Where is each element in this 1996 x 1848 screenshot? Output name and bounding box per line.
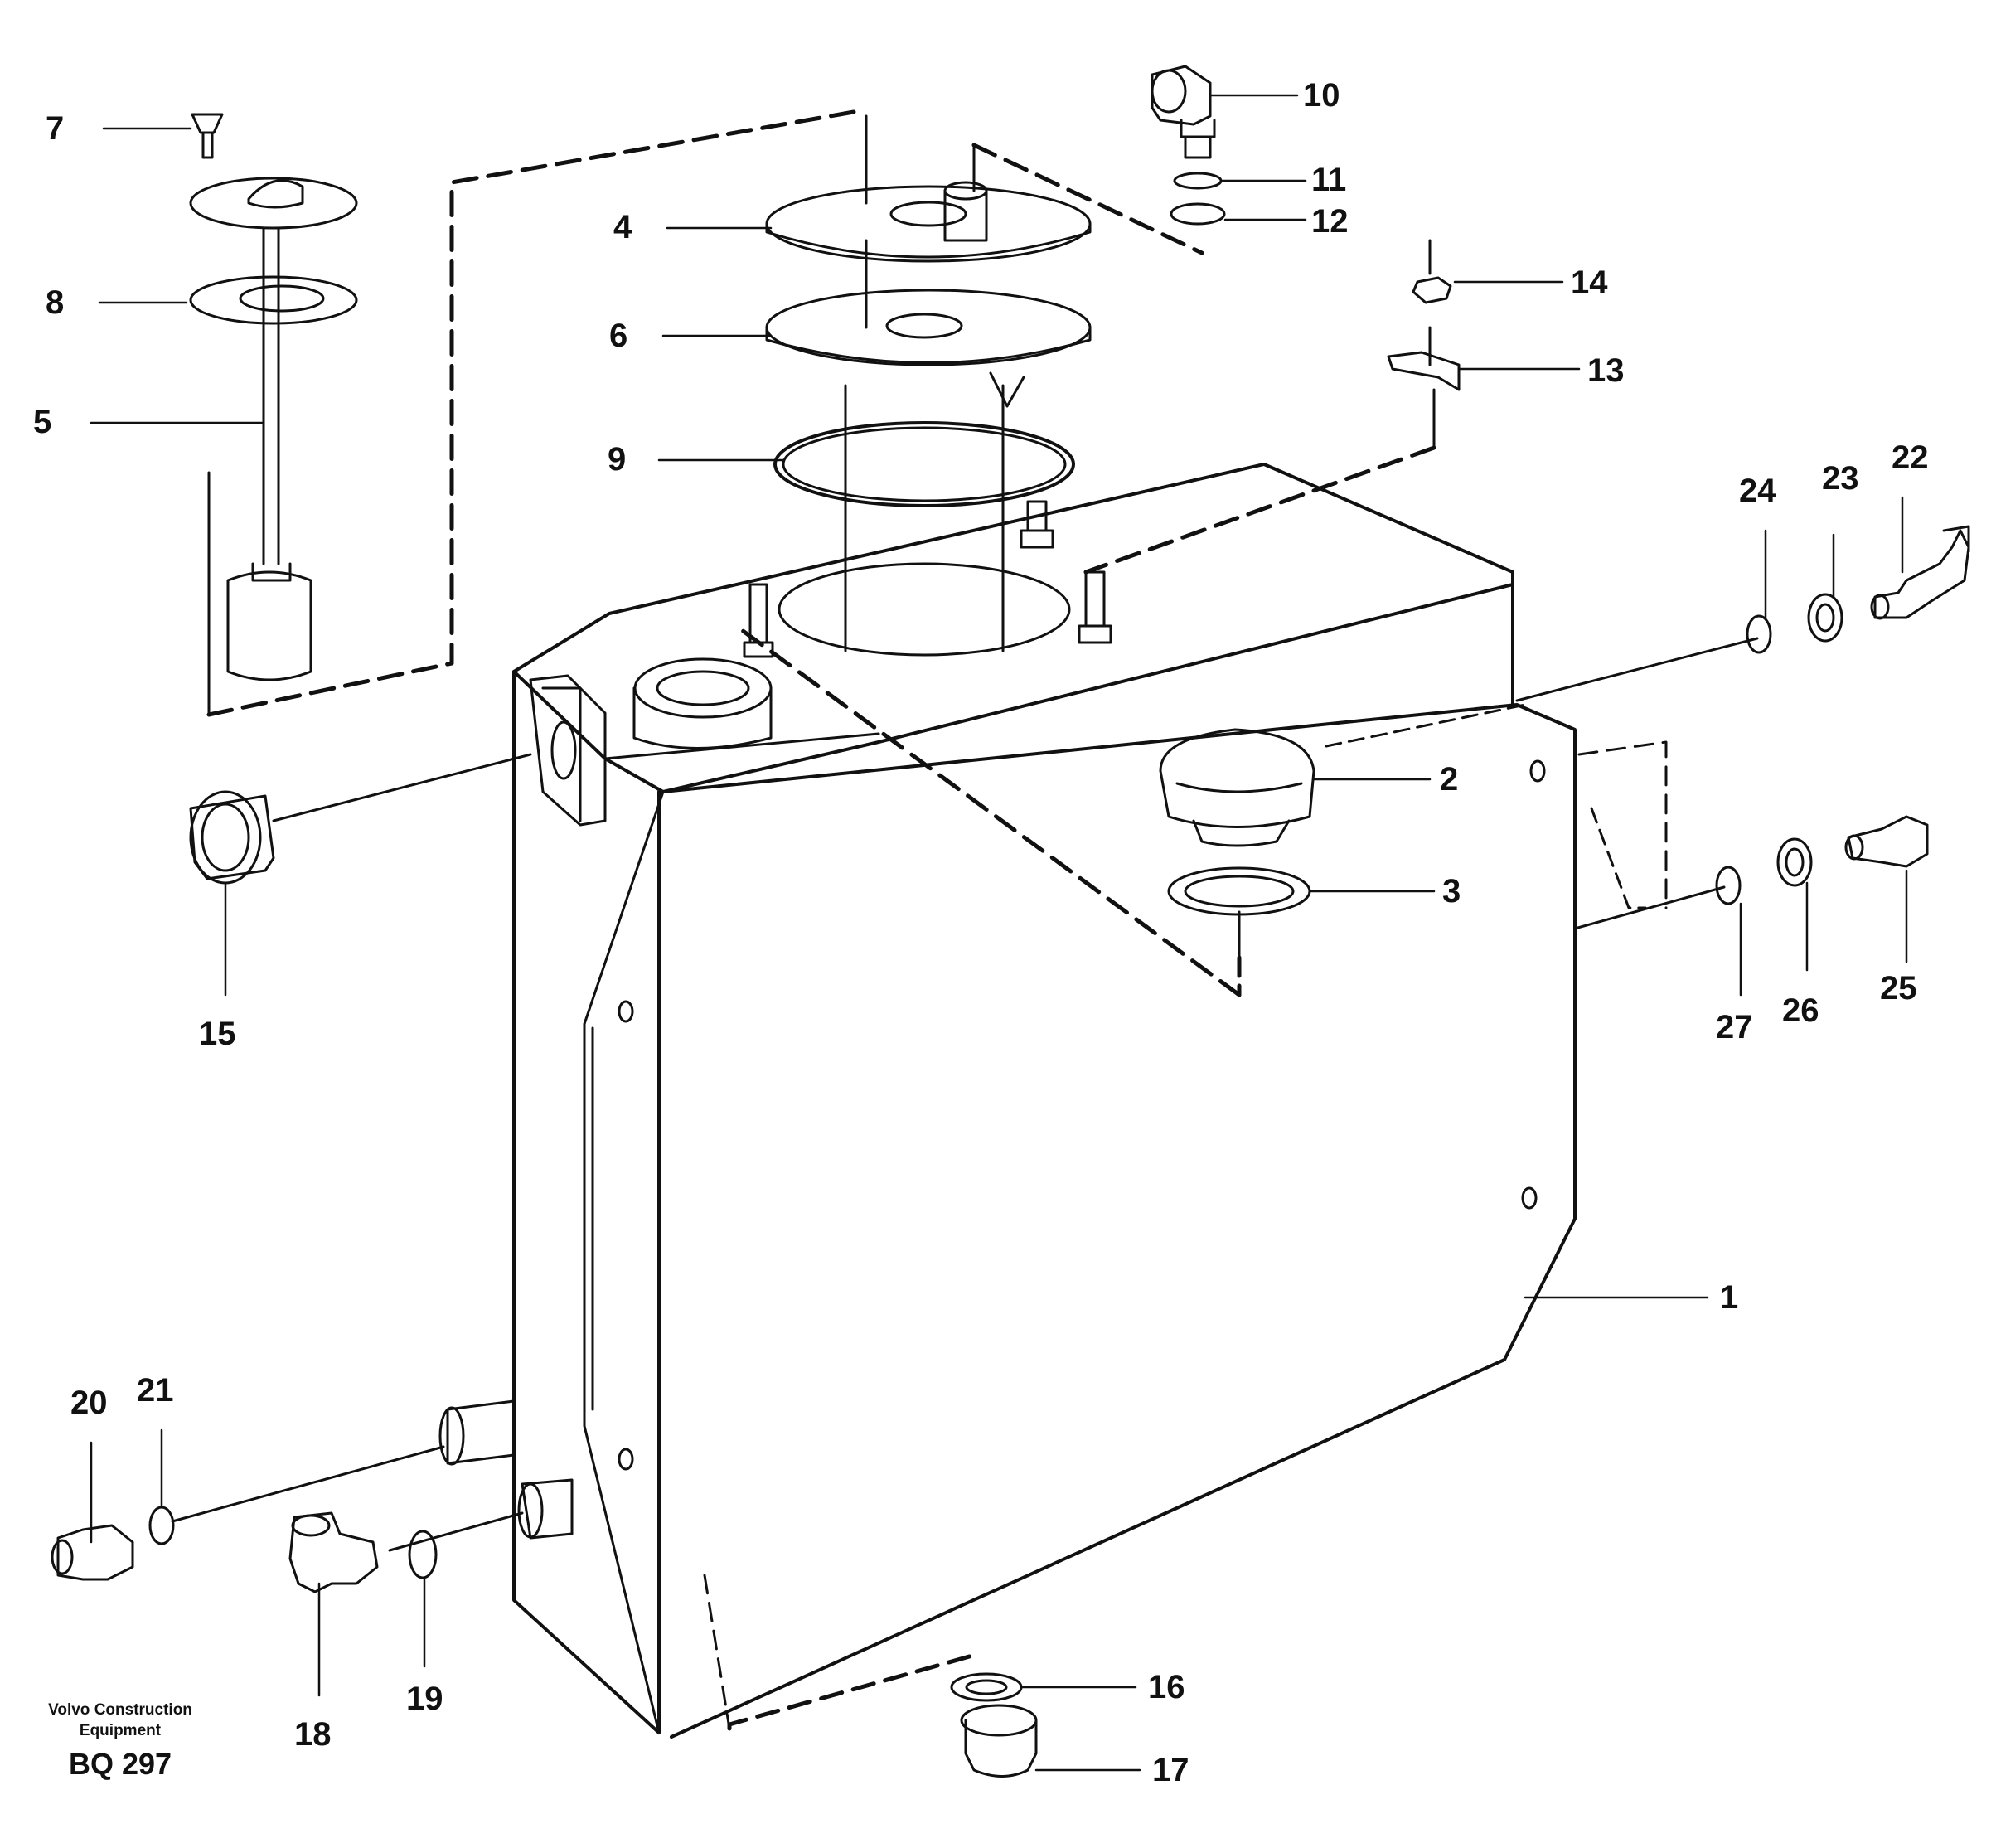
tank-body	[438, 384, 1668, 1739]
plug-15	[189, 753, 532, 885]
drain-plug	[950, 1672, 1038, 1778]
callout-1: 1	[1720, 1279, 1738, 1316]
callout-27: 27	[1716, 1009, 1753, 1045]
right-fittings	[1515, 525, 1970, 930]
callout-25: 25	[1880, 970, 1917, 1006]
callout-24: 24	[1739, 473, 1776, 509]
leader-lines	[90, 94, 1908, 1772]
callout-19: 19	[406, 1681, 443, 1717]
callout-3: 3	[1442, 873, 1461, 909]
left-fittings	[51, 1445, 524, 1593]
callout-15: 15	[199, 1016, 236, 1052]
callout-21: 21	[137, 1372, 174, 1409]
callout-12: 12	[1311, 203, 1349, 240]
callout-10: 10	[1303, 77, 1340, 114]
fitting-10-group	[1151, 65, 1226, 226]
callout-26: 26	[1782, 992, 1819, 1029]
callout-14: 14	[1571, 264, 1608, 301]
drawing-code: BQ 297	[69, 1747, 172, 1781]
level-sender	[189, 109, 856, 717]
callout-23: 23	[1822, 460, 1859, 497]
callout-17: 17	[1152, 1752, 1189, 1788]
callout-labels: 7 8 5 4 6 9 10 11 12 14 13 22 23 24 2 3 …	[33, 77, 1929, 1788]
callout-20: 20	[70, 1385, 108, 1421]
callout-16: 16	[1148, 1669, 1185, 1705]
callout-5: 5	[33, 404, 51, 440]
credit-line1: Volvo Construction	[48, 1701, 192, 1719]
callout-11: 11	[1311, 162, 1346, 198]
bracket-13-14	[1083, 239, 1461, 575]
callout-8: 8	[46, 284, 64, 321]
callout-22: 22	[1892, 439, 1929, 476]
callout-6: 6	[609, 318, 627, 354]
filler-cap	[739, 628, 1527, 997]
callout-4: 4	[613, 209, 632, 245]
credit-line2: Equipment	[80, 1722, 162, 1739]
callout-13: 13	[1587, 352, 1625, 389]
credit-block: Volvo Construction Equipment BQ 297	[48, 1701, 192, 1781]
cover-plates	[765, 114, 1204, 507]
callout-18: 18	[294, 1716, 332, 1753]
callout-9: 9	[608, 441, 626, 478]
callout-7: 7	[46, 110, 64, 147]
callout-2: 2	[1440, 761, 1458, 798]
